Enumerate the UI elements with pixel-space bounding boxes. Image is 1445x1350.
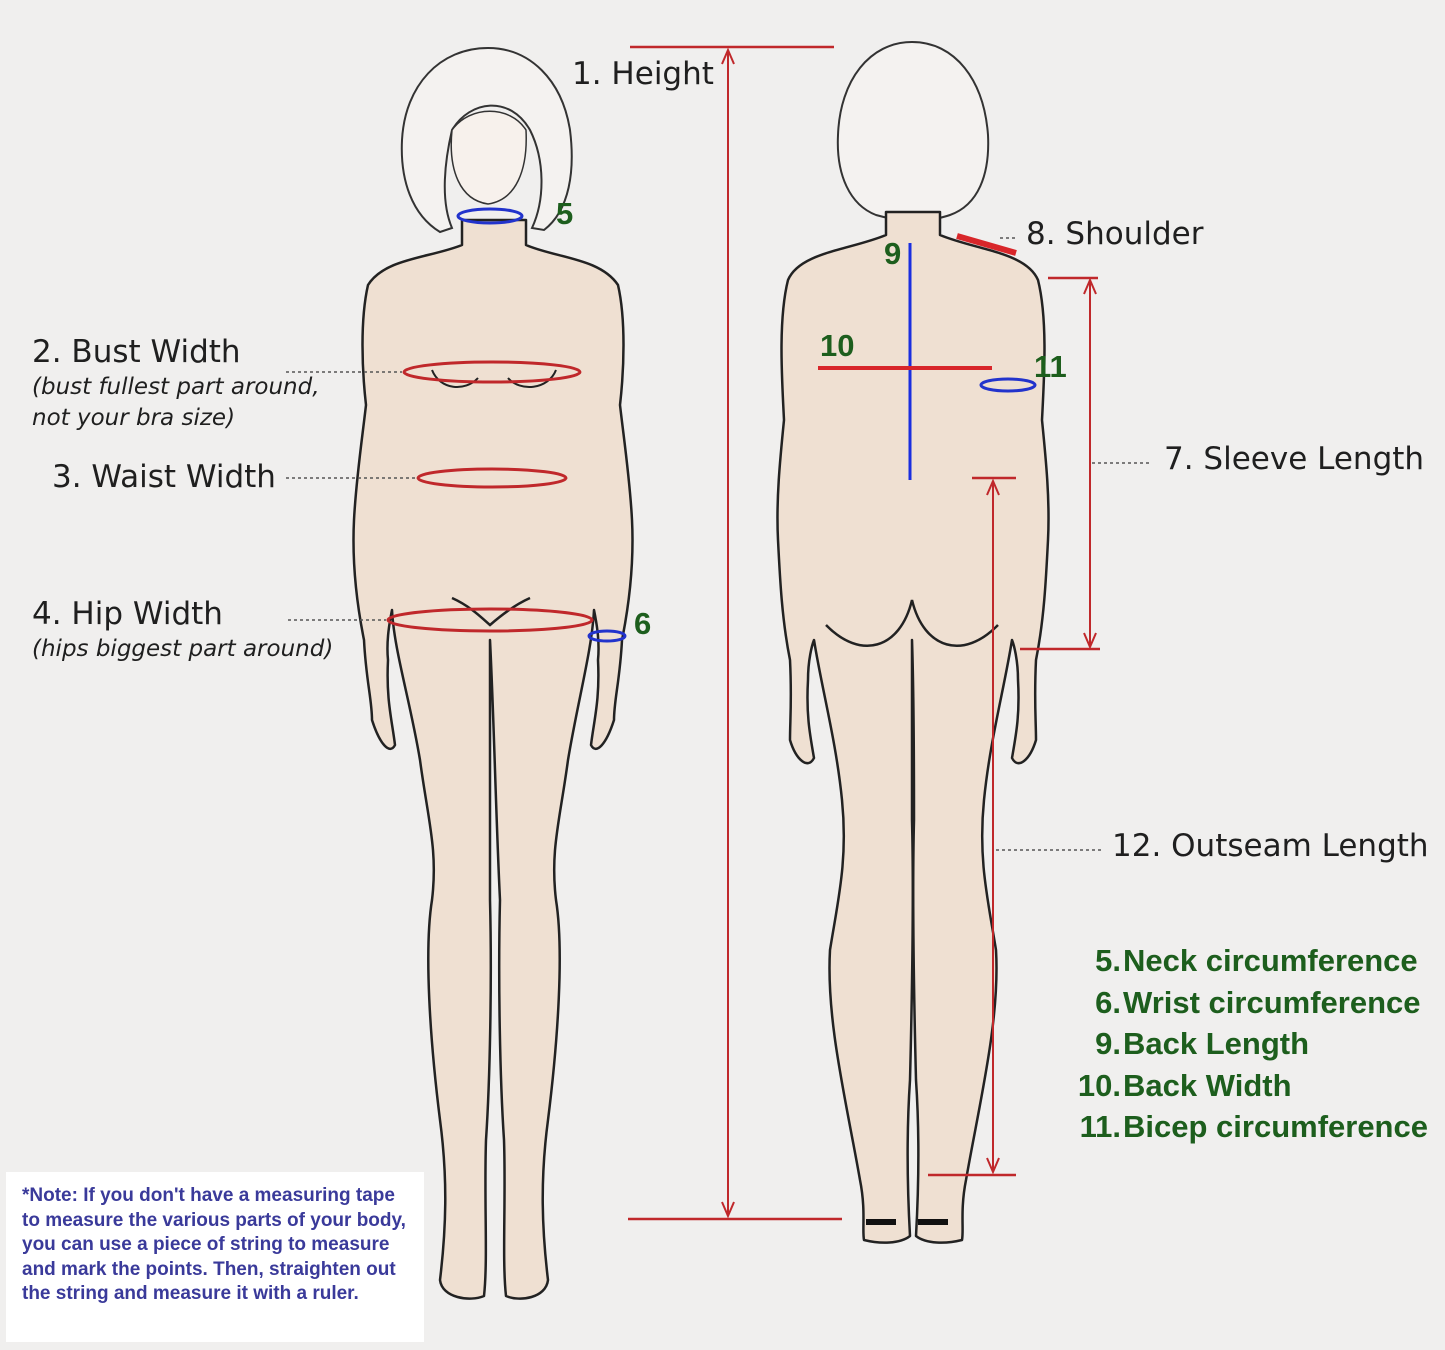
bicep-ring — [979, 377, 1037, 393]
marker-back-length: 9 — [884, 236, 902, 271]
marker-back-width: 10 — [820, 328, 855, 363]
sleeve-label: 7. Sleeve Length — [1164, 441, 1425, 477]
height-arrowheads — [721, 47, 735, 1219]
back-silhouette — [776, 210, 1050, 1244]
hip-label: 4. Hip Width — [32, 596, 223, 632]
shoulder-label: 8. Shoulder — [1026, 216, 1204, 252]
legend: 5.Neck circumference 6.Wrist circumferen… — [1073, 940, 1428, 1148]
front-silhouette — [352, 218, 634, 1300]
height-label: 1. Height — [572, 56, 714, 92]
bust-label: 2. Bust Width — [32, 334, 241, 370]
note-text: *Note: If you don't have a measuring tap… — [22, 1185, 406, 1304]
wrist-ring — [587, 629, 627, 643]
shoulder-line — [956, 233, 1017, 256]
back-hair — [836, 40, 990, 222]
front-body — [352, 46, 634, 1300]
neck-ring — [456, 207, 524, 225]
hip-note: (hips biggest part around) — [32, 636, 334, 662]
front-groin — [451, 596, 531, 627]
legend-item: 9.Back Length — [1095, 1026, 1310, 1061]
bust-ring — [402, 360, 582, 384]
legend-item: 10.Back Width — [1077, 1067, 1292, 1103]
measurement-marks — [286, 45, 1150, 1221]
front-hair — [400, 46, 573, 234]
waist-ring — [416, 467, 568, 489]
marker-wrist: 6 — [634, 606, 652, 641]
marker-neck: 5 — [556, 196, 574, 231]
legend-item: 5.Neck circumference — [1095, 943, 1418, 978]
waist-label: 3. Waist Width — [52, 459, 276, 495]
sleeve-arrowheads — [1083, 277, 1097, 650]
bust-note-2: not your bra size) — [32, 405, 236, 431]
legend-item: 11.Bicep circumference — [1079, 1109, 1428, 1144]
marker-bicep: 11 — [1034, 349, 1067, 384]
front-face — [450, 110, 527, 205]
hip-ring — [386, 607, 594, 633]
outseam-label: 12. Outseam Length — [1112, 828, 1429, 864]
bust-note-1: (bust fullest part around, — [32, 374, 320, 400]
legend-item: 6.Wrist circumference — [1095, 984, 1421, 1020]
outseam-arrowheads — [986, 478, 1000, 1175]
note-box: *Note: If you don't have a measuring tap… — [6, 1172, 424, 1342]
back-buttocks — [825, 599, 999, 647]
back-body — [776, 40, 1050, 1244]
